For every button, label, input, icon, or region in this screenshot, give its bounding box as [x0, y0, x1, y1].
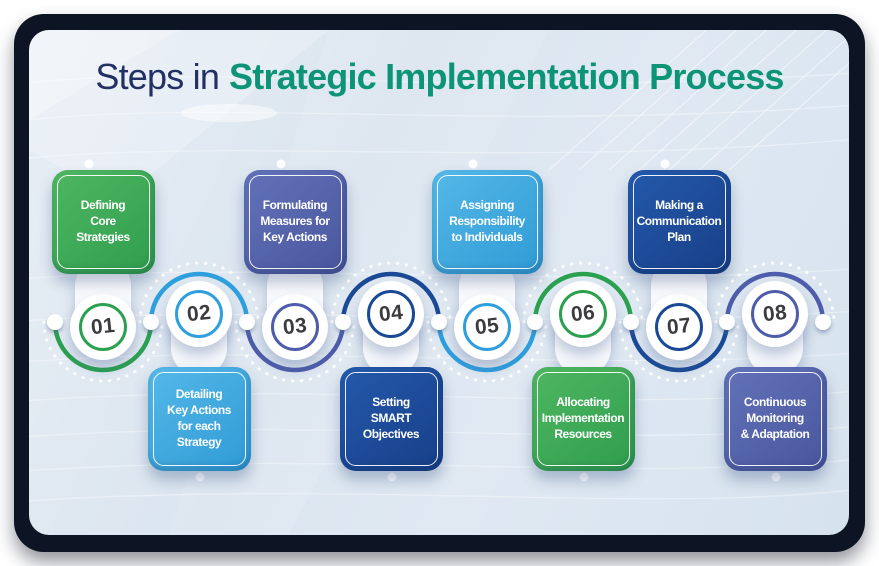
- step-circle: 07: [646, 294, 712, 360]
- step-label: Detailing Key Actions for each Strategy: [167, 387, 231, 449]
- step-number: 08: [761, 300, 789, 327]
- step-circle: 02: [166, 281, 232, 347]
- step-number: 04: [377, 300, 405, 327]
- step-box: Defining Core Strategies: [51, 170, 155, 274]
- step-circle: 01: [70, 294, 136, 360]
- step-box: Making a Communication Plan: [627, 170, 731, 274]
- step-label: Assigning Responsibility to Individuals: [449, 198, 525, 244]
- step-circle: 08: [742, 281, 808, 347]
- step-circle: 03: [262, 294, 328, 360]
- step-number-ring: 07: [655, 303, 703, 351]
- step-number: 06: [569, 300, 597, 327]
- step-label: Making a Communication Plan: [636, 198, 722, 244]
- step-number-ring: 01: [79, 303, 127, 351]
- step-number: 07: [665, 313, 693, 340]
- step-number: 02: [185, 300, 213, 327]
- step-number-ring: 08: [751, 290, 799, 338]
- step-number-ring: 06: [559, 290, 607, 338]
- step-circle: 06: [550, 281, 616, 347]
- step-label: Defining Core Strategies: [76, 198, 130, 244]
- title-highlight: Strategic Implementation Process: [229, 56, 784, 97]
- step-label: Allocating Implementation Resources: [541, 395, 625, 441]
- step-number-ring: 05: [463, 303, 511, 351]
- step-number-ring: 04: [367, 290, 415, 338]
- step-circle: 04: [358, 281, 424, 347]
- step-box: Continuous Monitoring & Adaptation: [723, 367, 827, 471]
- step-number: 05: [473, 313, 501, 340]
- step-number: 01: [89, 313, 117, 340]
- step-box: Detailing Key Actions for each Strategy: [147, 367, 251, 471]
- step-circle: 05: [454, 294, 520, 360]
- step-label: Continuous Monitoring & Adaptation: [740, 395, 810, 441]
- step-box: Allocating Implementation Resources: [531, 367, 635, 471]
- step-number: 03: [281, 313, 309, 340]
- step-label: Formulating Measures for Key Actions: [260, 198, 330, 244]
- title-prefix: Steps in: [95, 56, 220, 97]
- step-box: Setting SMART Objectives: [339, 367, 443, 471]
- step-number-ring: 03: [271, 303, 319, 351]
- step-label: Setting SMART Objectives: [362, 395, 420, 441]
- step-number-ring: 02: [175, 290, 223, 338]
- step-box: Formulating Measures for Key Actions: [243, 170, 347, 274]
- step-box: Assigning Responsibility to Individuals: [431, 170, 543, 274]
